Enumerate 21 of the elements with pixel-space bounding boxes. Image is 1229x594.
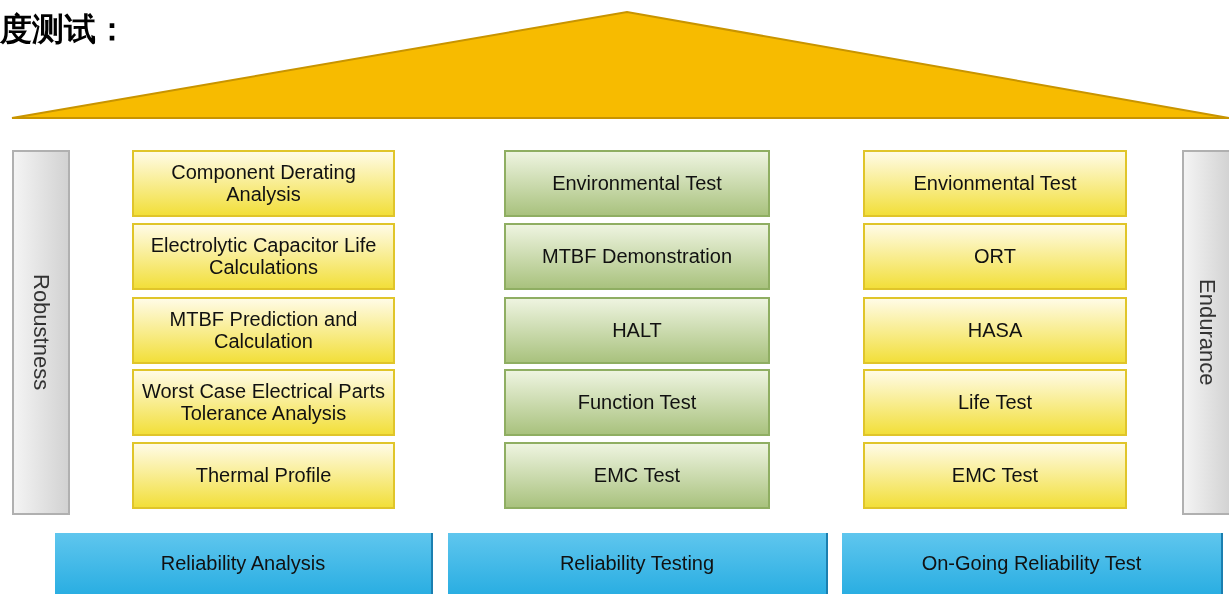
analysis-box: Thermal Profile: [132, 442, 395, 509]
pillar: Robustness: [12, 150, 70, 515]
test-box: Function Test: [504, 369, 770, 436]
test-box: ORT: [863, 223, 1127, 290]
test-box: HASA: [863, 297, 1127, 364]
foundation-block: Reliability Testing: [448, 533, 828, 594]
pillar: Endurance: [1182, 150, 1229, 515]
test-box: Life Test: [863, 369, 1127, 436]
test-box: Environmental Test: [504, 150, 770, 217]
test-box: EMC Test: [863, 442, 1127, 509]
test-box: MTBF Demonstration: [504, 223, 770, 290]
analysis-box: Component Derating Analysis: [132, 150, 395, 217]
analysis-box: Electrolytic Capacitor Life Calculations: [132, 223, 395, 290]
test-box: EMC Test: [504, 442, 770, 509]
test-box: HALT: [504, 297, 770, 364]
analysis-box: MTBF Prediction and Calculation: [132, 297, 395, 364]
foundation-block: Reliability Analysis: [55, 533, 433, 594]
title: 度测试：: [0, 9, 128, 50]
analysis-box: Worst Case Electrical Parts Tolerance Analysis: [132, 369, 395, 436]
foundation-block: On-Going Reliability Test: [842, 533, 1223, 594]
test-box: Envionmental Test: [863, 150, 1127, 217]
